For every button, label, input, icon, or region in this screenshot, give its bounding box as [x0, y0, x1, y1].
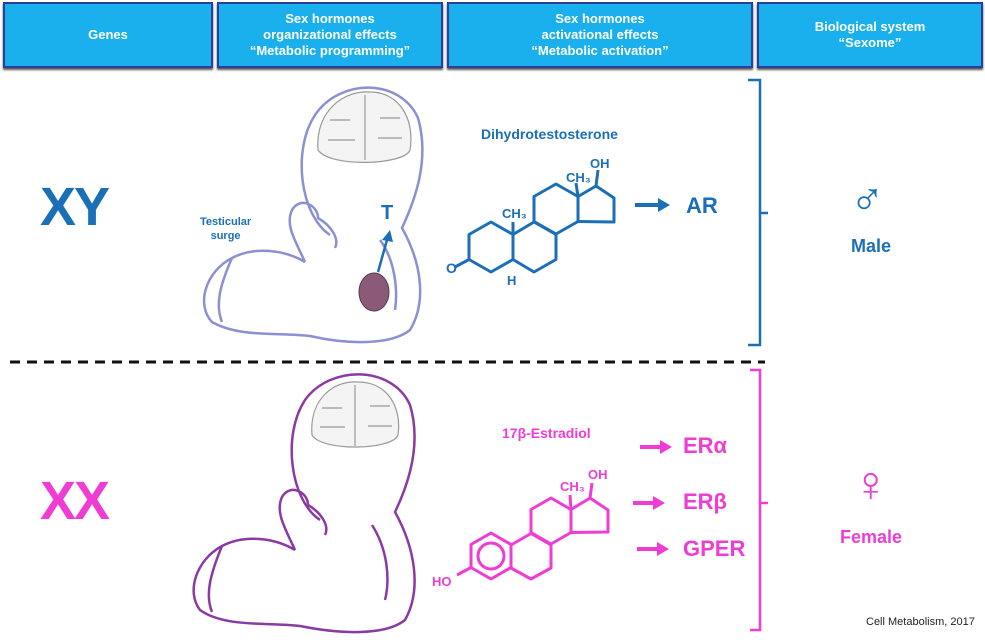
- female-symbol-icon: ♀: [852, 456, 890, 512]
- header-text: Sex hormones: [555, 11, 645, 26]
- female-fetus-illustration: [192, 373, 416, 634]
- dht-name: Dihydrotestosterone: [481, 126, 618, 142]
- receptor-er-beta: ERβ: [683, 489, 727, 514]
- dihydrotestosterone-structure: [454, 169, 616, 274]
- header-text: organizational effects: [263, 27, 397, 42]
- estradiol-structure: [456, 482, 610, 581]
- header-text: “Metabolic activation”: [531, 43, 669, 58]
- dht-h: H: [507, 273, 517, 288]
- estradiol-ho: HO: [432, 574, 452, 589]
- dht-ch3-top: CH₃: [566, 170, 591, 185]
- surge-arrow-head: [382, 230, 393, 242]
- estradiol-oh: OH: [588, 467, 608, 482]
- header-text: Genes: [88, 27, 128, 42]
- male-label: Male: [851, 236, 892, 256]
- header-text: Biological system: [814, 19, 926, 34]
- receptor-er-alpha: ERα: [683, 433, 728, 458]
- dht-oh: OH: [590, 156, 610, 171]
- female-label: Female: [840, 527, 903, 547]
- ar-arrow-head: [658, 198, 670, 212]
- header-text: activational effects: [541, 27, 659, 42]
- female-brain-icon: [311, 381, 400, 448]
- receptor-ar: AR: [686, 193, 718, 218]
- male-symbol-icon: ♂: [850, 171, 885, 223]
- testosterone-label: T: [381, 202, 394, 224]
- male-brain-icon: [317, 91, 412, 163]
- dht-o: O: [446, 260, 457, 276]
- male-bracket: [748, 78, 768, 347]
- surge-text: Testicular: [200, 216, 252, 228]
- estradiol-name: 17β-Estradiol: [502, 425, 591, 441]
- dht-ch3-mid: CH₃: [502, 206, 527, 221]
- surge-arrow: [376, 239, 389, 273]
- credit-text: Cell Metabolism, 2017: [866, 616, 975, 628]
- header-text: “Sexome”: [838, 35, 902, 50]
- male-fetus-illustration: [202, 86, 424, 344]
- genotype-xy: XY: [40, 177, 110, 237]
- header-genes: Genes: [3, 2, 213, 68]
- surge-text: surge: [210, 230, 241, 242]
- er-arrows: [633, 440, 672, 556]
- header-text: “Metabolic programming”: [249, 43, 411, 58]
- estradiol-ch3: CH₃: [560, 479, 585, 494]
- testis-icon: [358, 272, 390, 312]
- female-bracket: [750, 368, 768, 632]
- testicular-surge-label: Testicular surge: [200, 215, 251, 243]
- receptor-gper: GPER: [683, 536, 746, 561]
- genotype-xx: XX: [40, 471, 110, 531]
- header-sexome: Biological system“Sexome”: [757, 2, 983, 68]
- header-text: Sex hormones: [285, 11, 375, 26]
